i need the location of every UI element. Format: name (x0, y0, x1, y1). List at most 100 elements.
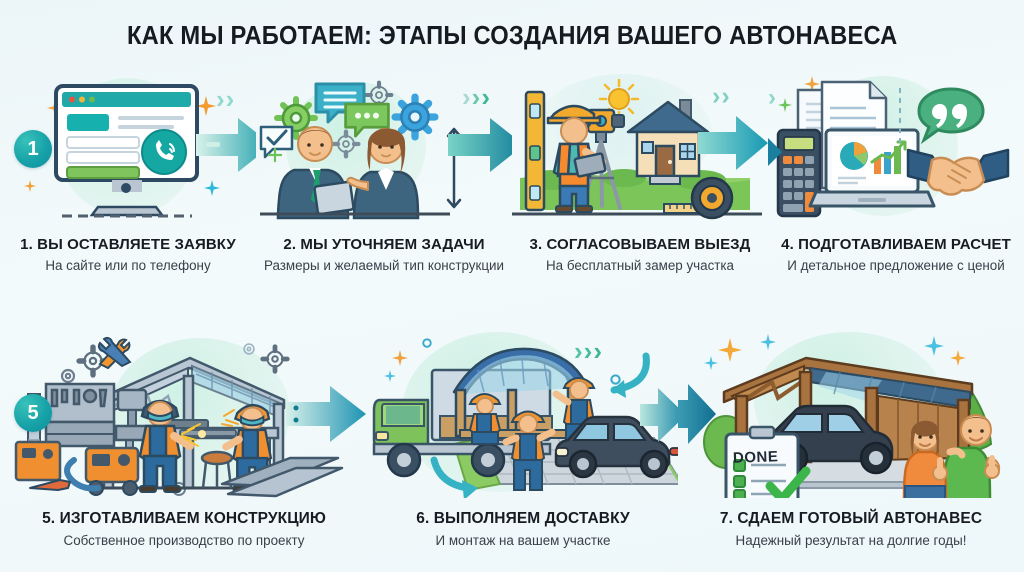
progress-arrow (196, 118, 256, 172)
header: КАК МЫ РАБОТАЕМ: ЭТАПЫ СОЗДАНИЯ ВАШЕГО А… (0, 0, 1024, 72)
curved-arrow-icon (430, 456, 478, 498)
step-7-title: 7. СДАЕМ ГОТОВЫЙ АВТОНАВЕС (719, 510, 983, 527)
chat-bubble-icon (314, 82, 366, 124)
chevron-right-icon: › (583, 336, 593, 366)
page-title: КАК МЫ РАБОТАЕМ: ЭТАПЫ СОЗДАНИЯ ВАШЕГО А… (126, 21, 898, 50)
step-1-illustration: › › 1 (0, 72, 256, 222)
progress-arrow (640, 388, 678, 442)
chevron-right-icon: › (574, 336, 583, 366)
chevron-group: › › › (574, 338, 602, 364)
step-7-illustration: DONE (678, 330, 1024, 498)
chevron-right-icon: › (471, 82, 481, 112)
step-3-caption: 3. СОГЛАСОВЫВАЕМ ВЫЕЗД На бесплатный зам… (512, 236, 768, 275)
step-4-title: 4. ПОДГОТАВЛИВАЕМ РАСЧЕТ (781, 236, 1011, 253)
sparkle-icon (704, 356, 718, 370)
circle-accent-icon (610, 374, 621, 385)
step-card-1[interactable]: › › 1 1. ВЫ ОСТАВЛЯЕТЕ ЗАЯВКУ На сайте и… (0, 72, 256, 330)
chevron-right-icon: › (462, 82, 471, 112)
ground-line (62, 214, 192, 218)
step-3-title: 3. СОГЛАСОВЫВАЕМ ВЫЕЗД (529, 236, 751, 253)
progress-arrow-tail (768, 138, 782, 166)
step-2-illustration: › › › (256, 72, 512, 222)
steel-beams-icon (220, 456, 344, 498)
steps-row-1: › › 1 1. ВЫ ОСТАВЛЯЕТЕ ЗАЯВКУ На сайте и… (0, 72, 1024, 330)
pie-chart-icon (840, 142, 868, 170)
step-3-illustration: › › (512, 72, 768, 222)
manager-person-icon (276, 126, 355, 220)
step-6-title: 6. ВЫПОЛНЯЕМ ДОСТАВКУ (416, 510, 630, 527)
step-card-7[interactable]: DONE (678, 330, 1024, 572)
step-7-caption: 7. СДАЕМ ГОТОВЫЙ АВТОНАВЕС Надежный резу… (678, 510, 1024, 550)
step-card-2[interactable]: › › › 2. МЫ УТОЧНЯЕМ ЗАДАЧИ Размеры и же… (256, 72, 512, 330)
steps-row-2: 5 5. ИЗГОТАВЛИВАЕМ КОНСТРУКЦИЮ Собственн… (0, 330, 1024, 572)
progress-arrow (448, 118, 512, 172)
step-badge-1: 1 (14, 130, 52, 168)
step-card-6[interactable]: › › › 6. ВЫПОЛНЯЕМ ДОСТАВКУ И монтаж на … (368, 330, 678, 572)
quote-bubble-icon (917, 87, 985, 145)
curved-arrow-icon (610, 352, 650, 398)
step-4-illustration: › (768, 72, 1024, 222)
step-6-subtitle: И монтаж на вашем участке (435, 532, 611, 548)
gear-icon (243, 343, 255, 355)
phone-call-icon (141, 129, 187, 175)
step-5-caption: 5. ИЗГОТАВЛИВАЕМ КОНСТРУКЦИЮ Собственное… (0, 510, 368, 550)
step-card-3[interactable]: › › 3. СОГЛАСОВЫВАЕМ ВЫЕЗД На бесплатный… (512, 72, 768, 330)
step-5-title: 5. ИЗГОТАВЛИВАЕМ КОНСТРУКЦИЮ (42, 510, 326, 527)
step-3-subtitle: На бесплатный замер участка (545, 258, 735, 274)
chevron-group: › › (712, 84, 730, 109)
step-card-4[interactable]: › 4. ПОДГОТАВЛИВАЕМ РАСЧЕТ И детальное п… (768, 72, 1024, 330)
chat-bubble-icon (344, 102, 390, 138)
spark-icon (221, 409, 239, 427)
installer-worker-icon (468, 393, 502, 445)
clipboard-done-label: DONE (732, 448, 779, 467)
chevron-right-icon: › (768, 84, 776, 111)
progress-arrow (698, 116, 768, 170)
progress-arrow-tail (678, 384, 716, 444)
gear-icon (60, 368, 76, 384)
laptop-icon (808, 128, 936, 208)
installer-worker-icon (502, 410, 556, 491)
step-5-subtitle: Собственное производство по проекту (63, 532, 305, 548)
sparkle-icon (760, 334, 776, 350)
welder-worker-icon (138, 399, 194, 493)
checkbox-icon (259, 125, 294, 159)
step-1-title: 1. ВЫ ОСТАВЛЯЕТЕ ЗАЯВКУ (20, 236, 236, 253)
dashed-divider (899, 88, 901, 146)
step-4-subtitle: И детальное предложение с ценой (787, 258, 1005, 274)
step-7-subtitle: Надежный результат на долгие годы! (735, 532, 967, 548)
house-icon (626, 99, 710, 185)
step-card-5[interactable]: 5 5. ИЗГОТАВЛИВАЕМ КОНСТРУКЦИЮ Собственн… (0, 330, 368, 572)
sparkle-icon (204, 180, 220, 196)
gear-icon (391, 93, 439, 141)
gear-icon (260, 344, 290, 374)
spark-icon (181, 423, 206, 447)
spirit-level-icon (524, 90, 546, 212)
sparkle-icon (718, 338, 742, 362)
hand-tool-icon (29, 479, 71, 491)
plus-icon (267, 147, 283, 163)
gear-icon (331, 129, 361, 159)
chevron-right-icon: › (216, 84, 225, 114)
step-6-illustration: › › › (368, 330, 678, 498)
chevron-group: › › › (462, 84, 490, 110)
drill-press-icon (114, 388, 150, 442)
step-1-subtitle: На сайте или по телефону (45, 258, 211, 274)
wrench-screwdriver-icon (97, 336, 132, 370)
tape-measure-icon (663, 176, 734, 220)
welding-machine-icon (14, 440, 62, 482)
step-1-caption: 1. ВЫ ОСТАВЛЯЕТЕ ЗАЯВКУ На сайте или по … (0, 236, 256, 275)
handshake-icon (906, 148, 1010, 196)
calculator-icon (776, 128, 822, 218)
step-2-caption: 2. МЫ УТОЧНЯЕМ ЗАДАЧИ Размеры и желаемый… (256, 236, 512, 275)
chevron-right-icon: › (593, 336, 603, 366)
circle-accent-icon (422, 338, 432, 348)
sparkle-icon (924, 336, 944, 356)
step-4-caption: 4. ПОДГОТАВЛИВАЕМ РАСЧЕТ И детальное пре… (768, 236, 1024, 275)
ground-line (260, 212, 450, 216)
suv-car-icon (554, 415, 678, 479)
sparkle-icon (24, 180, 36, 192)
sparkle-icon (950, 350, 966, 366)
sparkle-icon (196, 96, 216, 116)
surveyor-worker-icon (546, 104, 607, 213)
sparkle-icon (778, 98, 792, 112)
